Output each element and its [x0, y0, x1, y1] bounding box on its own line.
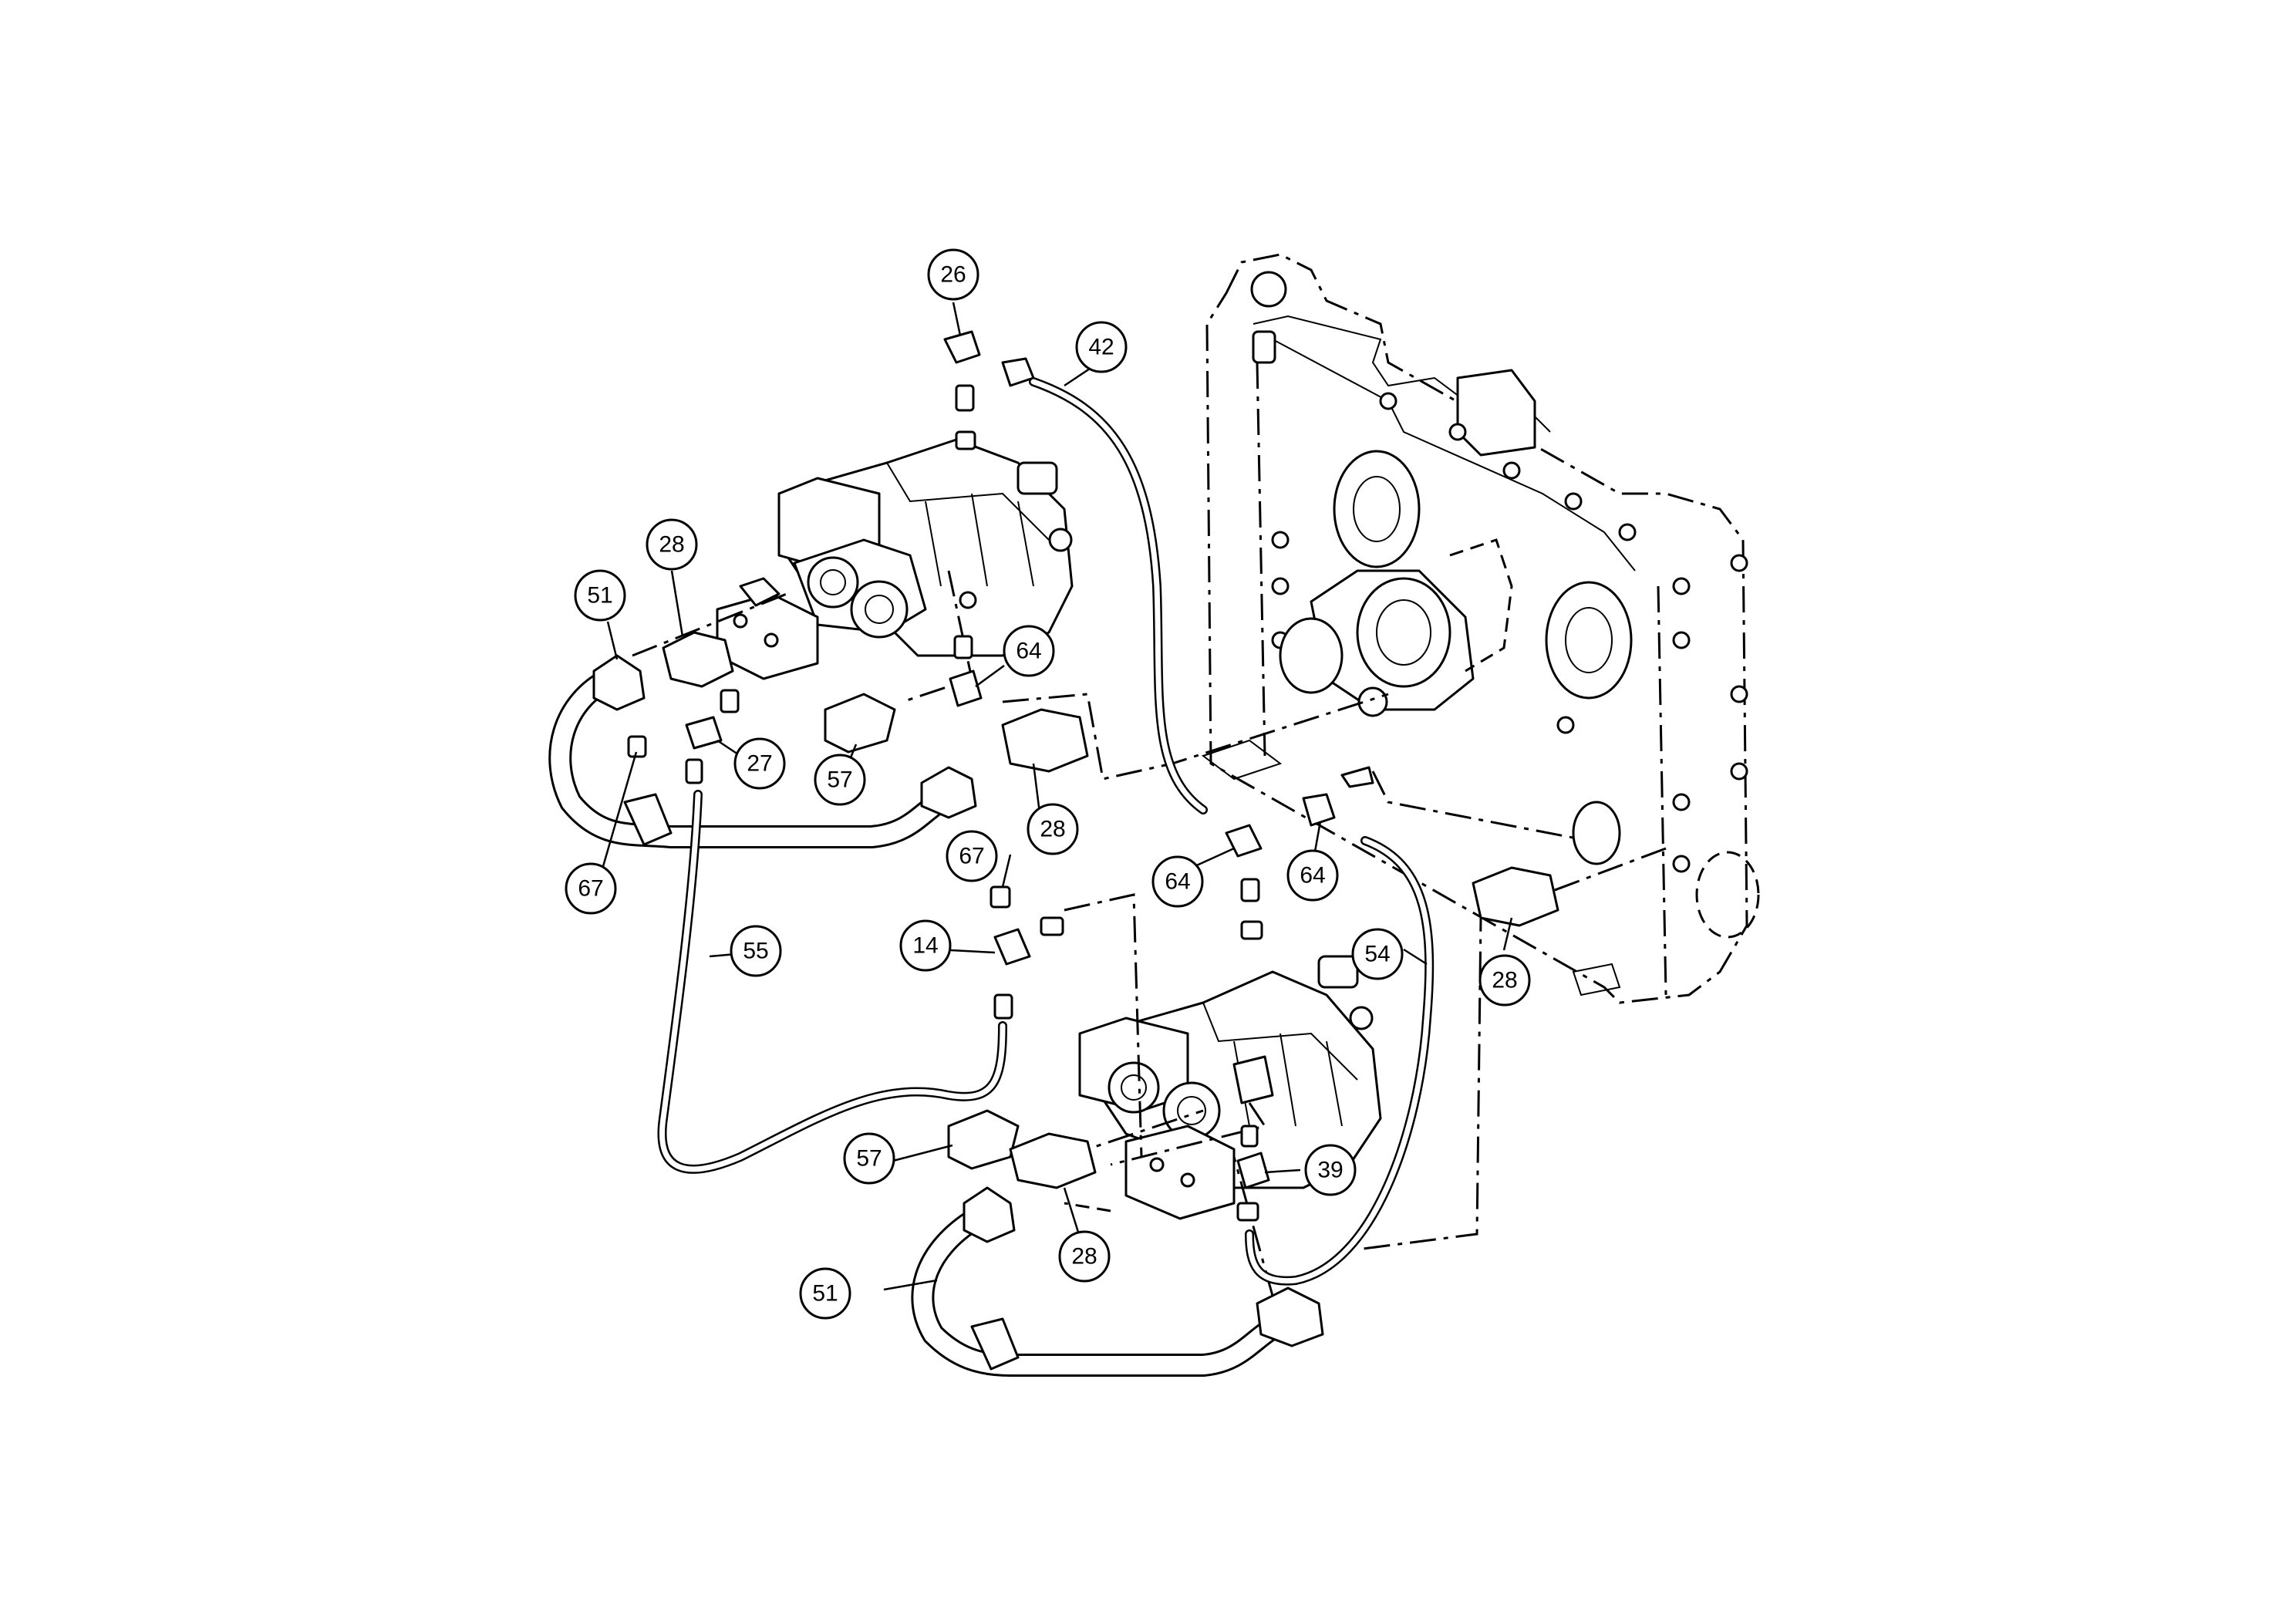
callout-28: 28 [1478, 954, 1531, 1007]
callout-27: 27 [733, 737, 786, 790]
svg-text:64: 64 [1165, 869, 1190, 895]
hoses [548, 377, 1435, 1377]
svg-text:54: 54 [1364, 942, 1390, 967]
callout-64: 64 [1003, 625, 1055, 677]
svg-text:67: 67 [959, 844, 984, 869]
svg-text:57: 57 [827, 767, 852, 793]
svg-text:55: 55 [743, 939, 768, 964]
callout-28: 28 [1058, 1230, 1111, 1283]
svg-text:28: 28 [1492, 968, 1517, 993]
svg-text:57: 57 [856, 1146, 882, 1172]
svg-text:28: 28 [1071, 1244, 1097, 1270]
svg-text:64: 64 [1016, 639, 1041, 664]
callout-57: 57 [843, 1132, 895, 1185]
svg-text:51: 51 [812, 1281, 838, 1307]
svg-text:28: 28 [659, 532, 684, 558]
callout-14: 14 [899, 919, 952, 972]
svg-text:67: 67 [578, 876, 603, 902]
svg-text:27: 27 [747, 751, 772, 777]
svg-text:51: 51 [587, 583, 612, 609]
svg-text:26: 26 [940, 262, 966, 288]
lower-hydraulic-pump [1078, 955, 1382, 1220]
callout-54: 54 [1351, 928, 1404, 980]
svg-text:42: 42 [1088, 335, 1114, 360]
callout-28: 28 [1027, 803, 1079, 855]
svg-text:14: 14 [912, 933, 938, 959]
callout-64: 64 [1151, 855, 1204, 908]
callout-57: 57 [814, 754, 866, 806]
callout-51: 51 [574, 569, 626, 622]
callout-55: 55 [730, 925, 782, 977]
callout-51: 51 [799, 1267, 851, 1320]
fittings [627, 330, 1621, 1222]
callout-67: 67 [946, 830, 998, 882]
callout-42: 42 [1075, 321, 1128, 373]
callout-26: 26 [927, 248, 979, 301]
callout-64: 64 [1286, 849, 1339, 902]
callout-28: 28 [646, 518, 698, 571]
callout-67: 67 [565, 862, 617, 915]
svg-text:64: 64 [1300, 863, 1325, 889]
svg-text:28: 28 [1040, 817, 1065, 842]
gear-housing-frame [1201, 253, 1760, 1004]
svg-text:39: 39 [1317, 1158, 1343, 1183]
callout-39: 39 [1304, 1144, 1357, 1196]
